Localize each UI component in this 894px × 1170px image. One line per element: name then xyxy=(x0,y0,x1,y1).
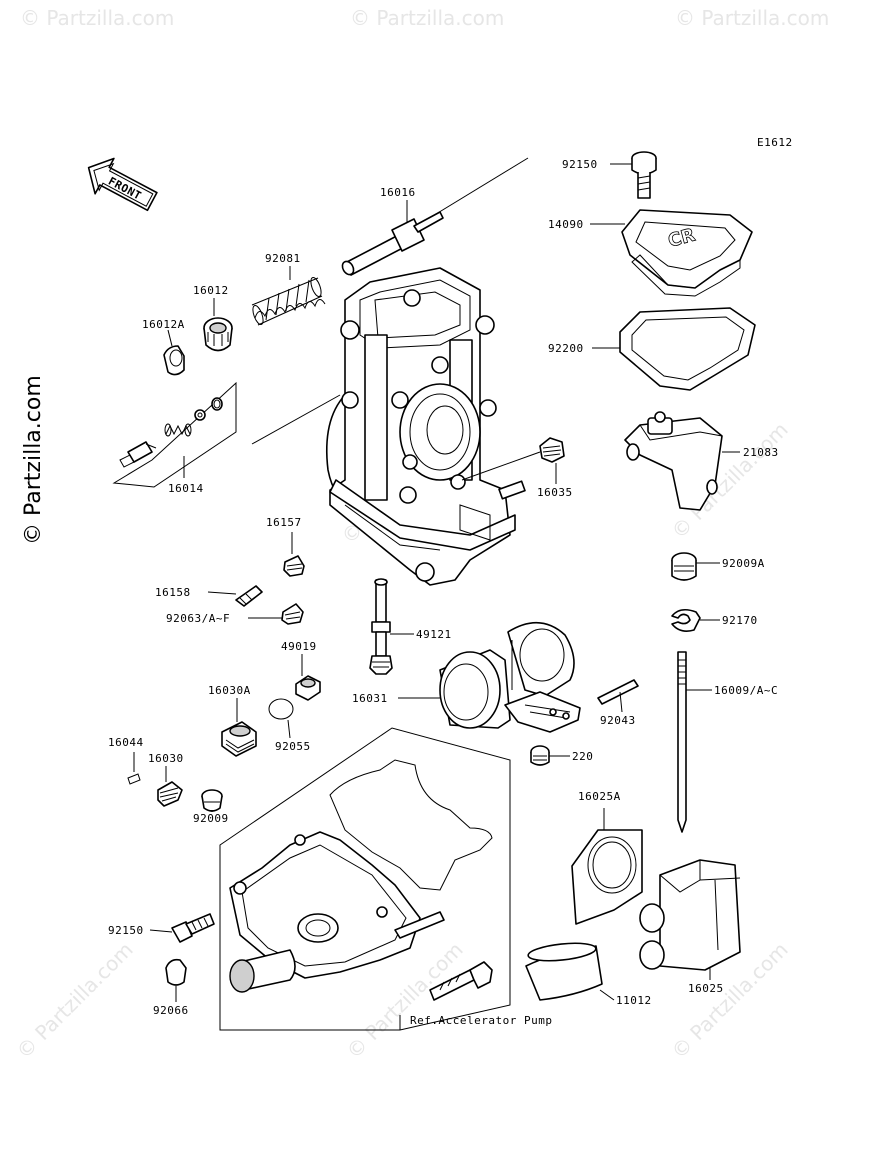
part-label: 16158 xyxy=(155,586,191,599)
part-label: 16016 xyxy=(380,186,416,199)
part-21083-bracket: 21083 xyxy=(624,411,779,511)
part-label: 16030 xyxy=(148,752,184,765)
watermark: © Partzilla.com xyxy=(20,6,174,30)
part-label: 92200 xyxy=(548,342,584,355)
part-92043-pin: 92043 xyxy=(597,679,639,727)
part-label: 92009 xyxy=(193,812,229,825)
part-220-screw: 220 xyxy=(530,745,593,766)
part-16157-jet: 16157 xyxy=(266,516,305,577)
carburetor-body xyxy=(251,157,529,586)
part-label: 16009/A~C xyxy=(714,684,778,697)
part-16012A-cap: 16012A xyxy=(142,318,185,376)
part-16014-air-screw-set: 16014 xyxy=(112,381,237,495)
front-arrow: FRONT xyxy=(87,157,158,212)
part-label: 16025A xyxy=(578,790,621,803)
part-92055-o-ring: 92055 xyxy=(268,698,311,753)
part-label: 49121 xyxy=(416,628,452,641)
part-92009A-screw: 92009A xyxy=(671,552,765,581)
part-label: 220 xyxy=(572,750,593,763)
watermark: © Partzilla.com xyxy=(350,6,504,30)
part-16031-throttle-valve: 16031 xyxy=(352,621,581,733)
part-label: 92063/A~F xyxy=(166,612,230,625)
part-label: 92150 xyxy=(562,158,598,171)
part-92200-gasket: 92200 xyxy=(548,307,756,391)
part-11012-boot: 11012 xyxy=(525,942,652,1007)
part-label: 16014 xyxy=(168,482,204,495)
part-label: 49019 xyxy=(281,640,317,653)
part-92170-clip: 92170 xyxy=(671,608,758,632)
part-label: 16012 xyxy=(193,284,229,297)
watermark: © Partzilla.com xyxy=(12,937,138,1063)
float-bowl-assembly: Ref.Accelerator Pump xyxy=(219,727,552,1031)
part-92150-screw: 92150 xyxy=(562,151,657,199)
part-label: 16025 xyxy=(688,982,724,995)
part-label: 11012 xyxy=(616,994,652,1007)
part-16025A-diaphragm: 16025A xyxy=(571,790,643,925)
part-92150-bowl-screw: 92150 xyxy=(108,913,215,943)
watermark: © Partzilla.com xyxy=(21,375,46,545)
part-label: 21083 xyxy=(743,446,779,459)
part-label: 16030A xyxy=(208,684,251,697)
part-16016-pin: 16016 xyxy=(341,186,444,276)
part-16158-pilot-jet: 16158 xyxy=(155,585,263,607)
part-label: 16157 xyxy=(266,516,302,529)
part-label: 92150 xyxy=(108,924,144,937)
part-label: 16035 xyxy=(537,486,573,499)
part-92066-cap: 92066 xyxy=(153,958,189,1017)
part-16030A-valve: 16030A xyxy=(208,684,257,757)
part-16030-valve: 16030 xyxy=(148,752,184,807)
part-label: 16012A xyxy=(142,318,185,331)
part-92063-jet: 92063/A~F xyxy=(166,603,304,625)
part-16009-jet-needle: 16009/A~C xyxy=(677,651,778,833)
part-14090-cover: CR 14090 xyxy=(548,209,753,297)
part-49121-needle-jet: 49121 xyxy=(369,578,452,675)
part-label: 92055 xyxy=(275,740,311,753)
part-label: 16044 xyxy=(108,736,144,749)
part-92081-spring: 92081 xyxy=(251,252,326,326)
watermark: © Partzilla.com xyxy=(675,6,829,30)
part-label: 92009A xyxy=(722,557,765,570)
part-label: 92066 xyxy=(153,1004,189,1017)
diagram-code: E1612 xyxy=(757,136,793,149)
part-16044-pin: 16044 xyxy=(108,736,144,785)
part-16025-pump-body: 16025 xyxy=(639,859,741,995)
part-49019-bushing: 49019 xyxy=(281,640,321,701)
part-label: 92170 xyxy=(722,614,758,627)
part-92009-screw: 92009 xyxy=(193,789,229,825)
part-16035-jet: 16035 xyxy=(461,437,573,499)
part-16012-plug: 16012 xyxy=(193,284,233,352)
part-label: 16031 xyxy=(352,692,388,705)
part-label: 92081 xyxy=(265,252,301,265)
part-label: 14090 xyxy=(548,218,584,231)
ref-note: Ref.Accelerator Pump xyxy=(410,1014,552,1027)
part-label: 92043 xyxy=(600,714,636,727)
